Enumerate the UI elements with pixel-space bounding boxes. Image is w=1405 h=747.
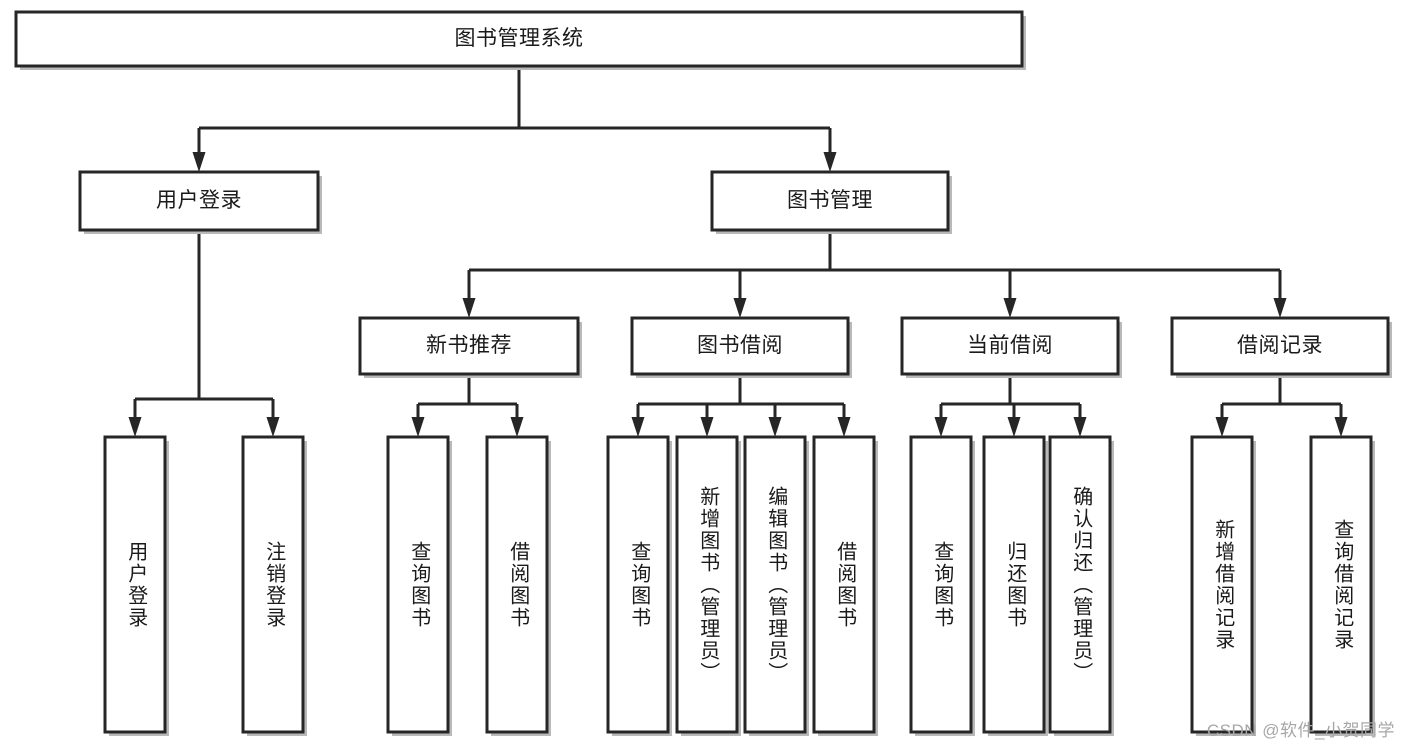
arrow-head-icon — [411, 417, 425, 437]
arrow-head-icon — [768, 417, 782, 437]
arrow-head-icon — [934, 417, 948, 437]
arrow-head-icon — [1003, 298, 1017, 318]
node-box-leaf-add-book-admin[interactable] — [675, 435, 739, 734]
box-layer — [14, 10, 1392, 736]
node-box-leaf-borrow-book[interactable] — [812, 435, 876, 734]
arrow-head-icon — [837, 417, 851, 437]
node-box-leaf-add-borrow-record[interactable] — [1190, 435, 1254, 734]
node-box-book-borrow[interactable] — [630, 316, 850, 376]
node-box-leaf-logout-login[interactable] — [241, 435, 305, 734]
connector-layer — [128, 66, 1348, 437]
node-box-leaf-query-borrow-record[interactable] — [1309, 435, 1373, 734]
arrow-head-icon — [1007, 417, 1021, 437]
node-box-root[interactable] — [14, 10, 1024, 68]
arrow-head-icon — [1215, 417, 1229, 437]
node-box-leaf-borrow-book-recommend[interactable] — [485, 435, 549, 734]
arrow-head-icon — [192, 152, 206, 172]
node-box-user-login[interactable] — [78, 170, 320, 232]
node-box-leaf-return-book[interactable] — [982, 435, 1046, 734]
arrow-head-icon — [1273, 298, 1287, 318]
node-box-book-management[interactable] — [710, 170, 950, 232]
arrow-head-icon — [266, 417, 280, 437]
node-box-current-borrow[interactable] — [900, 316, 1120, 376]
node-box-borrow-record[interactable] — [1170, 316, 1390, 376]
arrow-head-icon — [700, 417, 714, 437]
arrow-head-icon — [510, 417, 524, 437]
arrow-head-icon — [1073, 417, 1087, 437]
node-box-leaf-query-book-current[interactable] — [909, 435, 973, 734]
arrow-head-icon — [631, 417, 645, 437]
node-box-new-book-recommend[interactable] — [358, 316, 580, 376]
node-box-leaf-user-login[interactable] — [103, 435, 167, 734]
arrow-head-icon — [1334, 417, 1348, 437]
watermark-text: CSDN @软件_小贺同学 — [1206, 721, 1395, 740]
arrow-head-icon — [462, 298, 476, 318]
node-box-leaf-confirm-return-admin[interactable] — [1048, 435, 1112, 734]
arrow-head-icon — [823, 152, 837, 172]
arrow-head-icon — [128, 417, 142, 437]
arrow-head-icon — [733, 298, 747, 318]
node-box-leaf-query-book-recommend[interactable] — [386, 435, 450, 734]
node-box-leaf-query-book-borrow[interactable] — [606, 435, 670, 734]
node-box-leaf-edit-book-admin[interactable] — [743, 435, 807, 734]
